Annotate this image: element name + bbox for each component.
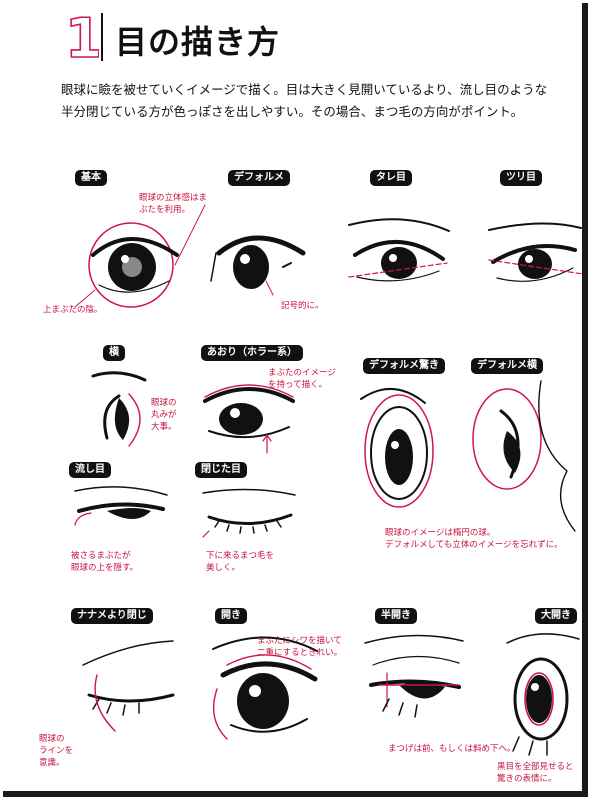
tag-half: 半開き [375, 608, 417, 624]
note-open: まぶたにシワを描いて二重にするときれい。 [257, 636, 343, 658]
tag-wide: 大開き [535, 608, 577, 624]
aori-eye-drawing [203, 384, 295, 454]
chapter-divider [101, 13, 103, 61]
intro-line-2: 半分閉じている方が色っぽさを出しやすい。その場合、まつ毛の方向がポイント。 [61, 104, 524, 119]
tag-naname: ナナメより閉じ [71, 608, 153, 624]
note-yoko: 眼球の丸みが大事。 [151, 398, 177, 432]
note-kihon-1: 眼球の立体感はまぶたを利用。 [139, 193, 208, 215]
half-open-eye-drawing [364, 634, 464, 718]
tag-yoko: 横 [103, 345, 125, 361]
note-nagashime: 被さるまぶたが眼球の上を隠す。 [71, 551, 139, 573]
note-closed: 下に来るまつ毛を美しく。 [206, 551, 275, 573]
naname-eye-drawing [82, 640, 175, 732]
page-title: 目の描き方 [115, 23, 281, 61]
note-aori: まぶたのイメージを持って描く。 [268, 368, 336, 390]
tag-open: 開き [215, 608, 247, 624]
intro-line-1: 眼球に瞼を被せていくイメージで描く。目は大きく見開いているより、流し目のような [61, 82, 548, 97]
tag-deformed: デフォルメ [228, 170, 290, 186]
tag-closed: 閉じた目 [195, 462, 247, 478]
svg-text:1: 1 [65, 7, 99, 65]
def-surprise-eye-drawing [360, 387, 434, 508]
tag-def-surprise: デフォルメ驚き [363, 358, 445, 374]
note-deformed: 記号的に。 [281, 301, 324, 311]
side-eye-drawing [91, 371, 147, 447]
deformed-eye-drawing [210, 235, 306, 296]
tag-kihon: 基本 [75, 170, 107, 186]
tsuri-eye-drawing [488, 222, 584, 282]
tag-aori: あおり（ホラー系） [201, 345, 303, 361]
book-page: 1 目の描き方 眼球に瞼を被せていくイメージで描く。目は大きく見開いているより、… [3, 3, 588, 797]
def-side-eye-drawing [472, 380, 576, 532]
closed-eye-drawing [202, 488, 296, 538]
chapter-number: 1 [64, 6, 99, 65]
note-half: まつげは前、もしくは斜め下へ。 [388, 744, 516, 754]
note-wide: 黒目を全部見せると驚きの表情に。 [497, 762, 574, 784]
intro-text: 眼球に瞼を被せていくイメージで描く。目は大きく見開いているより、流し目のような … [61, 79, 561, 123]
tare-eye-drawing [348, 218, 450, 282]
tag-tsuri: ツリ目 [500, 170, 542, 186]
nagashime-eye-drawing [74, 486, 168, 526]
tag-tare: タレ目 [370, 170, 412, 186]
note-naname: 眼球のラインを意識。 [39, 734, 74, 768]
note-deformed-ellipse: 眼球のイメージは楕円の球。デフォルメしても立体のイメージを忘れずに。 [385, 528, 563, 550]
note-kihon-2: 上まぶたの陰。 [43, 305, 103, 315]
basic-eye-drawing [74, 204, 206, 308]
tag-nagashime: 流し目 [69, 462, 111, 478]
open-eye-drawing [212, 636, 318, 740]
tag-def-side: デフォルメ横 [471, 358, 543, 374]
wide-open-eye-drawing [506, 633, 580, 756]
